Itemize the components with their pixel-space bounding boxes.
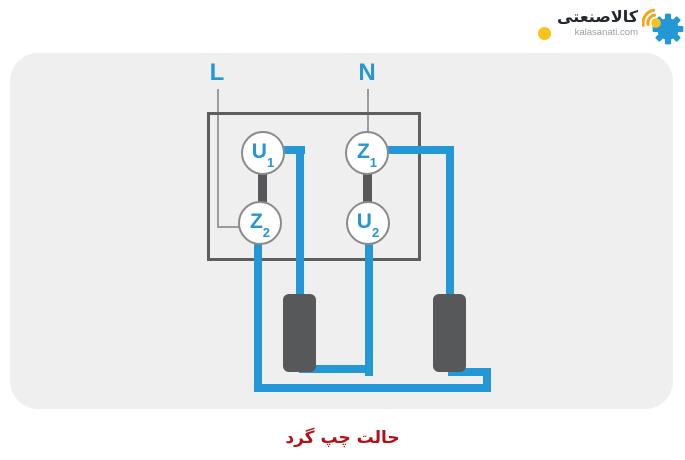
line-lead-horizontal (217, 226, 242, 228)
terminal-u2-sub: 2 (371, 224, 380, 240)
brand-logo: کالاصنعتی kalasanati.com (538, 5, 684, 47)
brand-domain: kalasanati.com (574, 27, 638, 38)
link-bar-left (258, 174, 267, 202)
auxiliary-winding-coil (433, 294, 466, 372)
terminal-z1-sub: 1 (369, 154, 378, 170)
gear-signal-icon (642, 8, 684, 45)
line-label: L (209, 59, 225, 86)
wire-bottom-run (254, 384, 491, 392)
diagram-panel: L N U1 Z1 Z2 U2 (10, 53, 673, 409)
terminal-u1: U1 (241, 131, 285, 175)
wire-u2-vertical (365, 238, 373, 376)
terminal-z2-sub: 2 (262, 224, 271, 240)
terminal-u2: U2 (346, 201, 390, 245)
caption-rotation-mode: حالت چپ گرد (285, 428, 400, 448)
neutral-lead-vertical (367, 89, 369, 133)
neutral-label: N (358, 59, 376, 86)
terminal-u2-label: U (356, 210, 372, 234)
terminal-z1: Z1 (345, 131, 389, 175)
terminal-z2-label: Z (249, 210, 263, 234)
terminal-z1-label: Z (356, 140, 370, 164)
link-bar-right (363, 174, 372, 202)
wire-right-riser (483, 368, 491, 392)
wire-right-coil-connector (448, 368, 491, 376)
wire-z1-vertical (446, 146, 454, 306)
terminal-u1-sub: 1 (266, 154, 275, 170)
main-winding-coil (283, 294, 316, 372)
logo-accent-dot (538, 27, 551, 40)
line-lead-vertical (217, 89, 219, 228)
wire-u1-horizontal (281, 146, 305, 154)
wire-left-coil-connector (299, 365, 373, 373)
wire-u1-vertical (296, 146, 304, 306)
wire-z1-horizontal (387, 146, 454, 154)
wire-z2-vertical (254, 238, 262, 392)
terminal-z2: Z2 (238, 201, 282, 245)
terminal-box (207, 112, 421, 261)
brand-name: کالاصنعتی (557, 7, 638, 26)
brand-text: کالاصنعتی kalasanati.com (557, 7, 638, 39)
terminal-u1-label: U (251, 140, 267, 164)
